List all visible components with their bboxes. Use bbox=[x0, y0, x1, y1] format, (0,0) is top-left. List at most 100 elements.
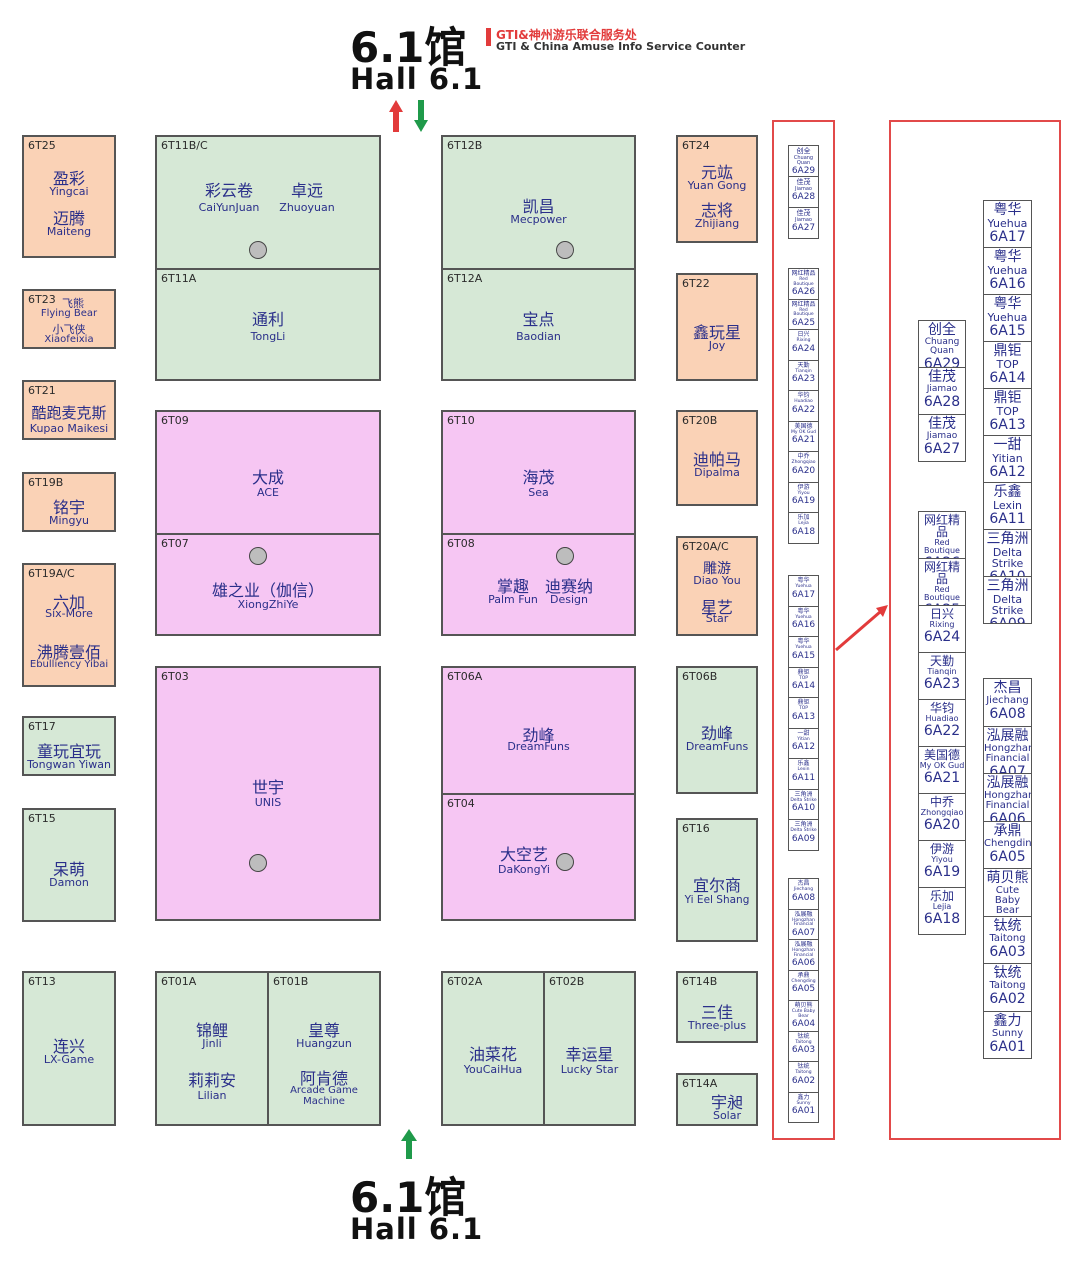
booth-6t25[interactable]: 6T25 盈彩 Yingcai 迈腾 Maiteng bbox=[22, 135, 116, 258]
booth-name-en: XiongZhiYe bbox=[237, 598, 299, 611]
booth-6t11a[interactable]: 6T11A 通利 TongLi bbox=[155, 268, 381, 381]
booth-6t02b[interactable]: 6T02B 幸运星 Lucky Star bbox=[543, 971, 636, 1126]
booth-name-cn: 连兴 bbox=[52, 1037, 85, 1056]
booth-name-cn: 小飞侠 bbox=[52, 323, 86, 336]
booth-6t10[interactable]: 6T10 海茂 Sea bbox=[441, 410, 636, 535]
booth-6t24[interactable]: 6T24 元竑 Yuan Gong 志将 Zhijiang bbox=[676, 135, 758, 243]
booth-6t02a[interactable]: 6T02A 油菜花 YouCaiHua bbox=[441, 971, 545, 1126]
booth-6t20b[interactable]: 6T20B 迪帕马 Dipalma bbox=[676, 410, 758, 506]
booth-name-en: DaKongYi bbox=[498, 863, 550, 876]
booth-name-cn: 通利 bbox=[251, 310, 284, 329]
booth-6t09[interactable]: 6T09 大成 ACE bbox=[155, 410, 381, 535]
booth-6t12b[interactable]: 6T12B 凯昌 Mecpower bbox=[441, 135, 636, 270]
booth-6t01b[interactable]: 6T01B 皇尊 Huangzun 阿肯德 Arcade Game Machin… bbox=[267, 971, 381, 1126]
booth-6t06a[interactable]: 6T06A 劲峰 DreamFuns bbox=[441, 666, 636, 795]
booth-6t17[interactable]: 6T17 童玩宜玩 Tongwan Yiwan bbox=[22, 716, 116, 776]
booth-6t16[interactable]: 6T16 宜尔商 Yi Eel Shang bbox=[676, 818, 758, 942]
booth-6t22[interactable]: 6T22 鑫玩星 Joy bbox=[676, 273, 758, 381]
booth-code: 6A14 bbox=[989, 370, 1026, 386]
booth-6t19ac[interactable]: 6T19A/C 六加 Six-More 沸腾壹佰 Ebulliency Yiba… bbox=[22, 563, 116, 687]
booth-name-en: Baodian bbox=[516, 330, 561, 343]
booth-6t21[interactable]: 6T21 酷跑麦克斯 Kupao Maikesi bbox=[22, 380, 116, 440]
booth-6t04[interactable]: 6T04 大空艺 DaKongYi bbox=[441, 793, 636, 921]
booth-6t20ac[interactable]: 6T20A/C 雕游 Diao You 星艺 Star bbox=[676, 536, 758, 636]
booth-6t11bc[interactable]: 6T11B/C 彩云卷 CaiYunJuan 卓远 Zhuoyuan bbox=[155, 135, 381, 270]
booth-6t01a[interactable]: 6T01A 锦鲤 Jinli 莉莉安 Lilian bbox=[155, 971, 269, 1126]
booth-6t08[interactable]: 6T08 掌趣 Palm Fun 迪赛纳 Design bbox=[441, 533, 636, 636]
booth-6t03[interactable]: 6T03 世宇 UNIS bbox=[155, 666, 381, 921]
booth-6t14b[interactable]: 6T14B 三佳 Three-plus bbox=[676, 971, 758, 1043]
booth-6t15[interactable]: 6T15 呆萌 Damon bbox=[22, 808, 116, 922]
booth-6t07[interactable]: 6T07 雄之业（伽信） XiongZhiYe bbox=[155, 533, 381, 636]
booth-code: 6A29 bbox=[923, 356, 961, 368]
booth-6t06b[interactable]: 6T06B 劲峰 DreamFuns bbox=[676, 666, 758, 794]
booth-name-cn: 钛统 bbox=[797, 1063, 810, 1070]
booth-6t13[interactable]: 6T13 连兴 LX-Game bbox=[22, 971, 116, 1126]
booth-name-en: Delta Strike bbox=[991, 593, 1024, 617]
booth-name-cn: 鑫力 bbox=[993, 1012, 1022, 1029]
booth-6t23[interactable]: 6T23 飞熊 Flying Bear 小飞侠 Xiaofeixia bbox=[22, 289, 116, 349]
booth-6t19b[interactable]: 6T19B 铭宇 Mingyu bbox=[22, 472, 116, 532]
booth-6t14a[interactable]: 6T14A 宇昶 Solar bbox=[676, 1073, 758, 1126]
booth-6t12a[interactable]: 6T12A 宝点 Baodian bbox=[441, 268, 636, 381]
